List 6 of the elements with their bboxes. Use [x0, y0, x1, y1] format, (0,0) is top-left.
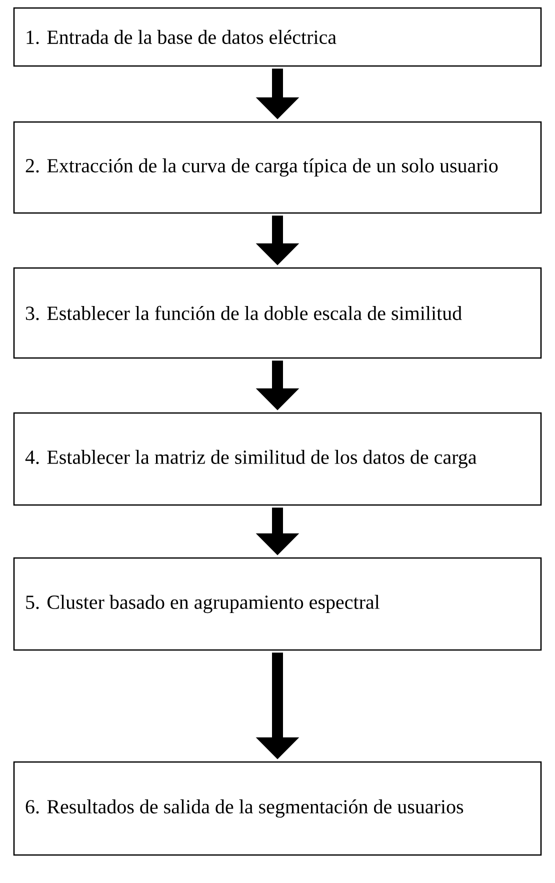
process-box: 1. Entrada de la base de datos eléctrica [13, 7, 542, 67]
process-box: 5. Cluster basado en agrupamiento espectral [13, 557, 542, 651]
process-box: 6. Resultados de salida de la segmentación de usuarios [13, 761, 542, 856]
process-box: 4. Establecer la matriz de similitud de los datos de carga [13, 412, 542, 506]
process-box: 2. Extracción de la curva de carga típica de un solo usuario [13, 121, 542, 214]
process-box: 3. Establecer la función de la doble escala de similitud [13, 267, 542, 359]
